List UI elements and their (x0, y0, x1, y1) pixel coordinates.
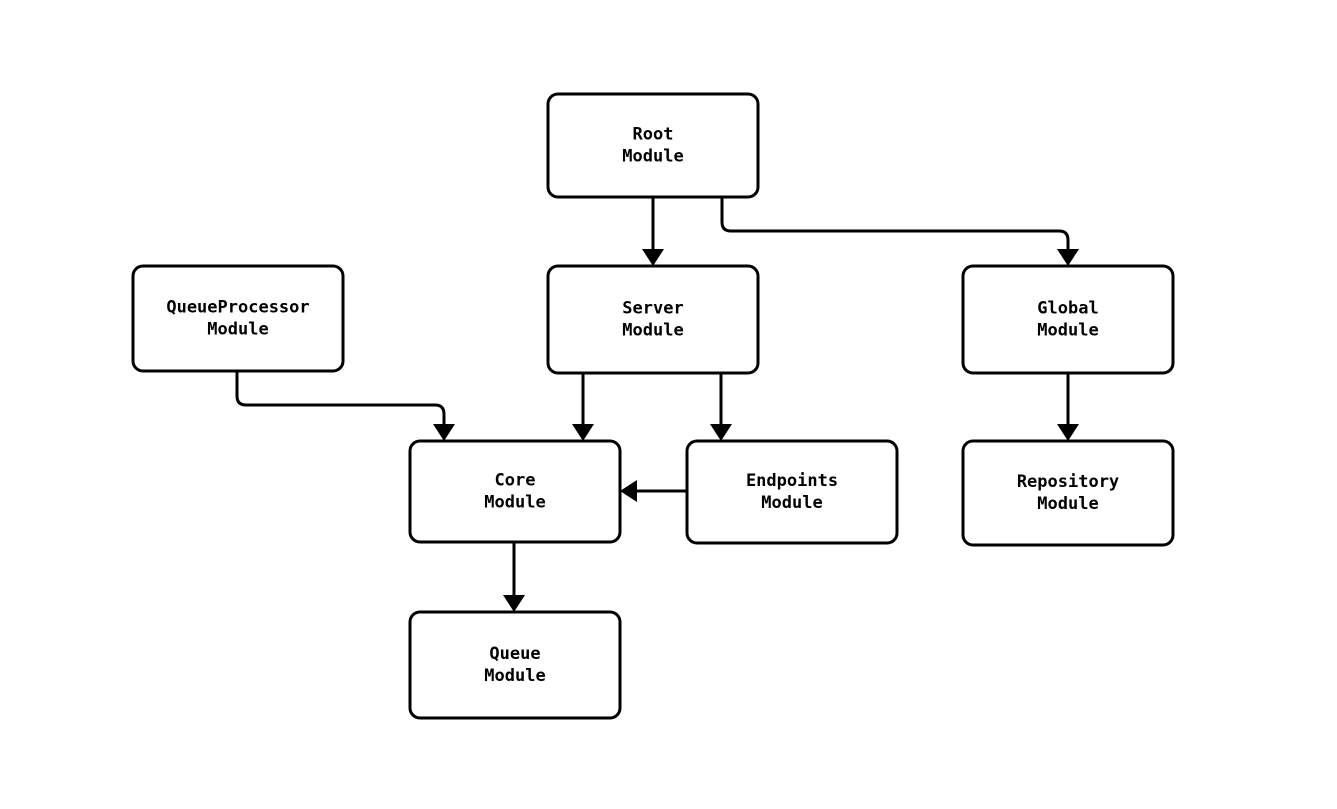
node-label-line: Module (761, 493, 822, 513)
edge-line (235, 371, 446, 425)
arrow-head-icon (1057, 249, 1079, 266)
node-box[interactable] (546, 264, 760, 375)
node-label-line: Global (1037, 299, 1098, 319)
arrow-head-icon (710, 424, 732, 441)
edge-core-to-queue: Core Module depends on Queue Module (503, 542, 525, 612)
arrow-head-icon (642, 249, 664, 266)
node-label-line: Module (622, 147, 683, 167)
node-box[interactable] (546, 92, 760, 199)
edge-global-to-repository: Global Module depends on Repository Modu… (1057, 373, 1079, 441)
node-label-line: Server (622, 299, 683, 319)
arrow-head-icon (572, 424, 594, 441)
edge-server-to-endpoints: Server Module depends on Endpoints Modul… (710, 373, 732, 441)
node-label-line: Endpoints (746, 471, 838, 491)
edge-endpoints-to-core: Endpoints Module depends on Core Module (620, 480, 687, 502)
node-label-line: Module (1037, 321, 1098, 341)
node-label-line: Core (495, 471, 536, 491)
node-label-line: Queue (489, 644, 540, 664)
edge-server-to-core: Server Module depends on Core Module (572, 373, 594, 441)
arrow-head-icon (1057, 424, 1079, 441)
node-box[interactable] (408, 439, 622, 544)
node-box[interactable] (961, 439, 1175, 547)
node-label-line: QueueProcessor (166, 298, 309, 318)
node-box[interactable] (685, 439, 899, 545)
node-label-line: Module (484, 666, 545, 686)
edge-line (720, 197, 1070, 250)
edge-queueprocessor-to-core: QueueProcessor Module depends on Core Mo… (235, 371, 455, 441)
edges-layer: Root Module depends on Server Module Root… (235, 197, 1079, 612)
arrow-head-icon (503, 595, 525, 612)
node-label-line: Module (207, 320, 268, 340)
node-box[interactable] (408, 610, 622, 720)
node-label-line: Module (484, 493, 545, 513)
arrow-head-icon (433, 424, 455, 441)
node-label-line: Root (633, 125, 674, 145)
edge-root-to-global: Root Module depends on Global Module (720, 197, 1079, 266)
node-label-line: Module (622, 321, 683, 341)
node-label-line: Repository (1017, 472, 1119, 492)
edge-root-to-server: Root Module depends on Server Module (642, 197, 664, 266)
node-box[interactable] (961, 264, 1175, 375)
arrow-head-icon (620, 480, 637, 502)
node-label-line: Module (1037, 494, 1098, 514)
node-box[interactable] (131, 264, 345, 373)
